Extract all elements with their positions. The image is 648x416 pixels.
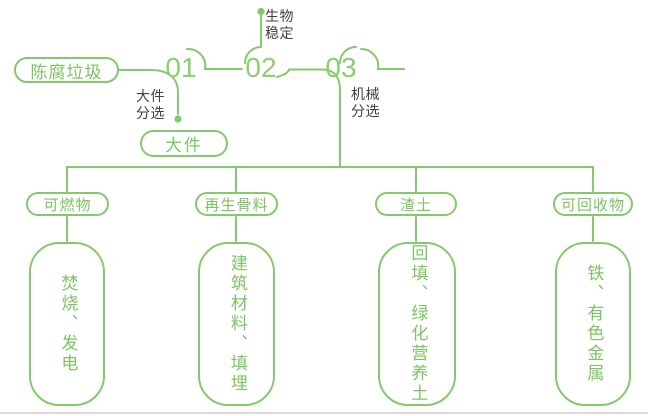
category-label: 可回收物 [560,196,625,214]
result-text: 回填、绿化营养土 [408,244,428,404]
result-text: 铁、有色金属 [584,264,604,384]
result-box-building-material: 建筑材料、填埋 [198,242,275,406]
source-pill: 陈腐垃圾 [14,57,119,83]
source-label: 陈腐垃圾 [30,62,103,82]
result-box-incineration: 焚烧、发电 [29,242,105,406]
line-step2-to-step3 [276,68,341,168]
category-pill-slag-soil: 渣土 [375,192,457,216]
step-number-02: 02 [245,52,277,83]
category-label: 渣土 [399,196,432,214]
result-text: 焚烧、发电 [58,274,78,374]
result-text: 建筑材料、填埋 [227,254,247,394]
result-box-metals: 铁、有色金属 [555,242,631,406]
label-bio-stabilization: 生物稳定 [265,8,294,41]
category-pill-combustibles: 可燃物 [26,192,109,216]
category-label: 再生骨料 [204,196,269,214]
line-step1-drop [151,69,179,115]
arc-after-step1 [186,47,243,70]
label-mechanical-sorting: 机械分选 [351,86,380,119]
arc-before-step2 [244,46,262,64]
arc-before-step3 [339,46,357,64]
bulky-output-label: 大件 [165,136,203,155]
category-pill-recycled-aggregate: 再生骨料 [195,192,278,216]
label-bulky-sorting: 大件分选 [136,88,165,121]
step-number-03: 03 [325,52,357,83]
dot-bulky-sorting [174,115,182,123]
result-box-backfill: 回填、绿化营养土 [378,242,456,406]
bottom-divider [0,412,648,414]
bulky-output-pill: 大件 [140,130,228,157]
category-pill-recyclables: 可回收物 [553,192,633,216]
dot-bio-stabilize [257,7,265,16]
category-label: 可燃物 [43,196,92,214]
arc-after-step3 [360,47,405,70]
step-number-01: 01 [165,52,197,83]
